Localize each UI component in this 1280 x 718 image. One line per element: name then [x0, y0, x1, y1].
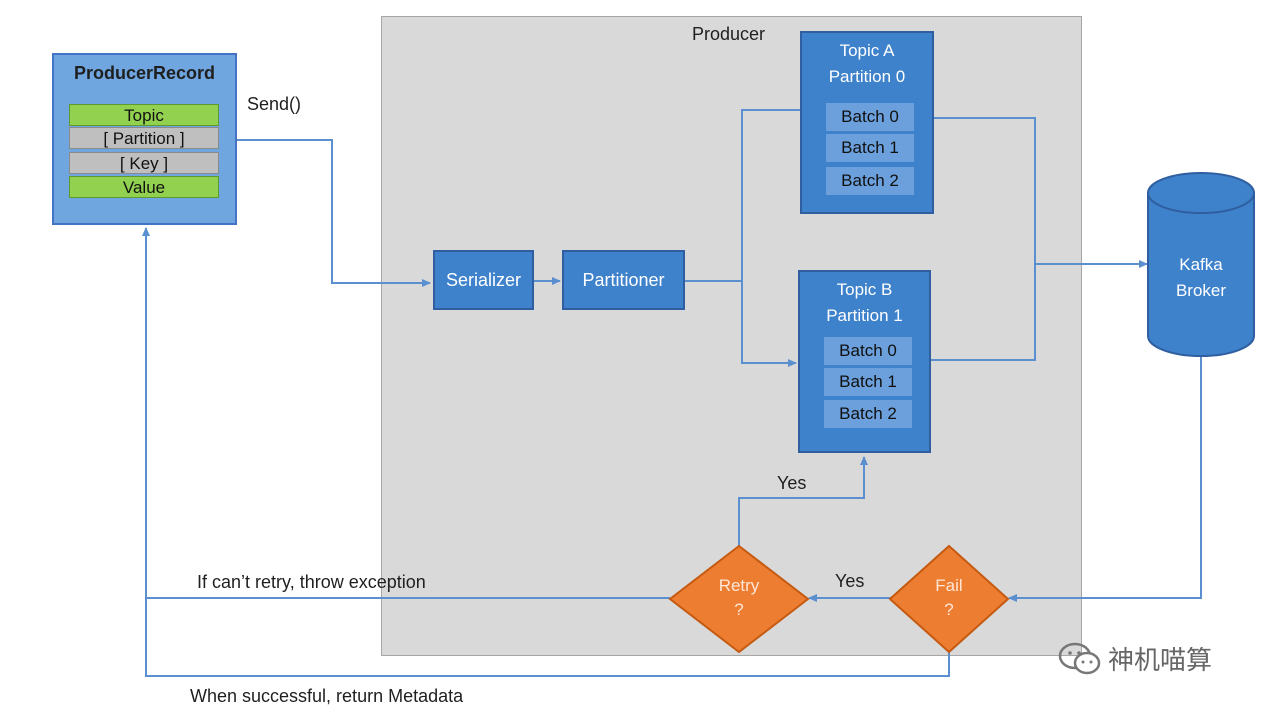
field-key: [ Key ]: [69, 152, 219, 174]
success-metadata-label: When successful, return Metadata: [190, 686, 464, 706]
send-label: Send(): [247, 94, 302, 114]
topic-a-to-broker-connector: [934, 117, 1036, 264]
broker-label-line2: Broker: [1175, 281, 1227, 300]
broker-to-fail-connector: [1008, 356, 1202, 602]
wechat-icon: [1058, 642, 1101, 674]
topic-a-batch-2: Batch 2: [826, 167, 914, 195]
kafka-broker-cylinder: [1147, 172, 1255, 357]
partitioner-box: Partitioner: [562, 250, 685, 310]
producer-record-box: ProducerRecord Topic [ Partition ] [ Key…: [52, 53, 237, 225]
retry-diamond: [668, 544, 810, 654]
topic-b-batch-1: Batch 1: [824, 368, 912, 396]
retry-to-topic-b-connector: [738, 456, 868, 546]
fail-label-line1: Fail: [935, 576, 963, 595]
serializer-label: Serializer: [445, 270, 522, 290]
retry-label-line1: Retry: [718, 576, 760, 595]
fail-diamond: [888, 544, 1010, 654]
broker-label-line1: Kafka: [1179, 255, 1223, 274]
topic-a-partition: Partition 0: [828, 67, 906, 86]
field-partition: [ Partition ]: [69, 127, 219, 149]
fail-label: Fail ?: [909, 574, 989, 622]
send-connector: [237, 139, 431, 287]
watermark-text: 神机喵算: [1108, 645, 1213, 675]
field-topic: Topic: [69, 104, 219, 126]
partitioner-to-topic-a-connector: [685, 109, 800, 282]
topic-b-batch-0: Batch 0: [824, 337, 912, 365]
watermark: 神机喵算: [1058, 640, 1212, 677]
yes-retry-label: Yes: [777, 473, 807, 493]
broker-label: Kafka Broker: [1148, 252, 1254, 304]
success-connector: [142, 227, 950, 677]
producer-area: [381, 16, 1082, 656]
partitioner-to-topic-b-connector: [741, 281, 797, 367]
topic-b-to-broker-connector: [931, 264, 1036, 361]
serializer-box: Serializer: [433, 250, 534, 310]
topic-a-batch-1: Batch 1: [826, 134, 914, 162]
topic-b-batch-2: Batch 2: [824, 400, 912, 428]
fail-label-line2: ?: [944, 600, 954, 619]
yes-fail-label: Yes: [835, 571, 865, 591]
topic-a-batch-0: Batch 0: [826, 103, 914, 131]
topic-a-box: Topic A Partition 0 Batch 0 Batch 1 Batc…: [800, 31, 934, 214]
topic-b-title: Topic B: [836, 280, 893, 299]
producer-record-title: ProducerRecord: [73, 63, 216, 83]
field-value: Value: [69, 176, 219, 198]
topic-b-box: Topic B Partition 1 Batch 0 Batch 1 Batc…: [798, 270, 931, 453]
topic-a-title: Topic A: [839, 41, 895, 60]
topic-b-partition: Partition 1: [826, 306, 903, 325]
retry-label: Retry ?: [699, 574, 779, 622]
retry-label-line2: ?: [734, 600, 744, 619]
producer-title: Producer: [692, 24, 766, 44]
partitioner-label: Partitioner: [582, 270, 665, 290]
throw-exception-label: If can’t retry, throw exception: [197, 572, 426, 592]
